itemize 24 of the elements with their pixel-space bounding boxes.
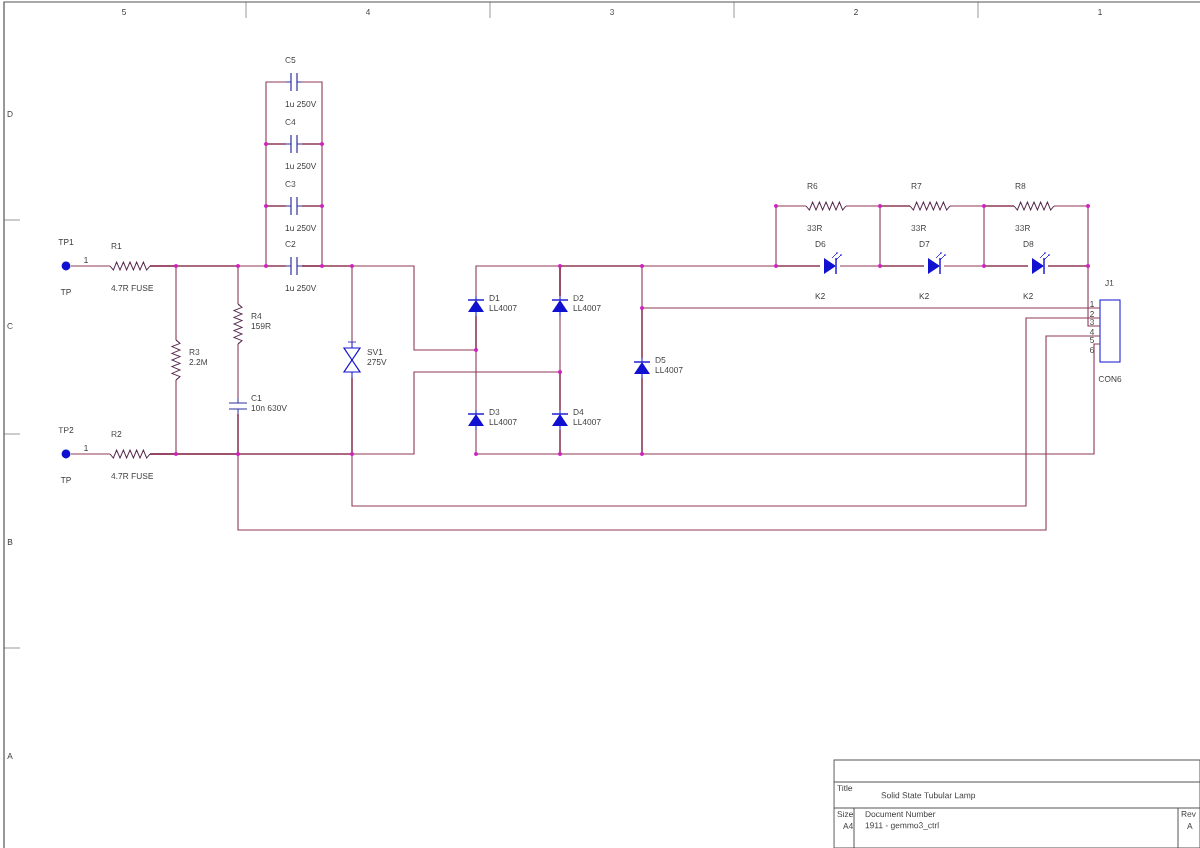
wire xyxy=(641,343,1101,455)
wire xyxy=(641,307,1101,359)
wire xyxy=(149,371,561,455)
wire xyxy=(70,265,111,267)
wire xyxy=(475,429,561,455)
wire xyxy=(70,453,111,455)
wire xyxy=(775,205,821,267)
wire xyxy=(301,81,323,145)
wire xyxy=(559,315,561,411)
wire xyxy=(943,265,1029,267)
wire xyxy=(237,343,239,399)
wire xyxy=(475,315,477,411)
wire xyxy=(351,317,1101,507)
wire xyxy=(475,265,561,297)
wire xyxy=(265,81,287,145)
wire xyxy=(839,265,925,267)
wire xyxy=(845,205,911,207)
wire xyxy=(301,265,477,351)
wire xyxy=(265,143,287,207)
wire xyxy=(237,335,1101,531)
wire xyxy=(265,205,287,267)
wire xyxy=(301,143,323,207)
wire xyxy=(1047,265,1101,327)
wire xyxy=(949,205,1015,207)
